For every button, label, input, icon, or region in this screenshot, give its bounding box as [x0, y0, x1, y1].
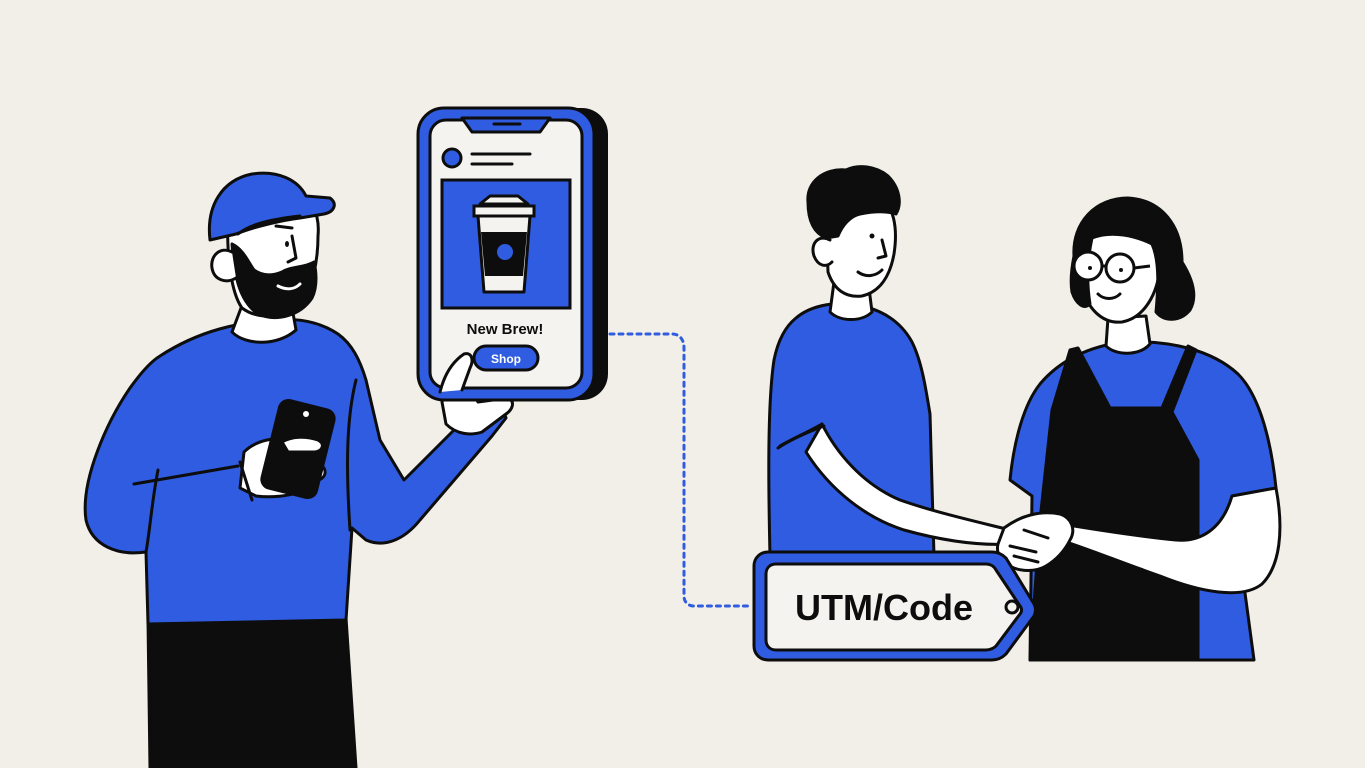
- shop-button[interactable]: Shop: [472, 344, 540, 372]
- price-tag-icon: UTM/Code: [752, 550, 1037, 662]
- man2-hair: [806, 165, 901, 240]
- man-beard: [230, 242, 318, 319]
- man-pants: [146, 616, 358, 768]
- ad-headline: New Brew!: [467, 321, 544, 338]
- barista-woman: [1008, 196, 1282, 662]
- man-ear: [210, 248, 238, 283]
- tag-hole: [1004, 599, 1020, 615]
- phone-ad-mockup: New Brew! Shop: [416, 106, 608, 402]
- customer-man-2: [767, 165, 1014, 558]
- tracking-connector: [608, 332, 754, 608]
- coffee-cup-icon: [472, 194, 536, 294]
- woman-hair: [1069, 196, 1196, 321]
- customer-man: [83, 171, 514, 768]
- shop-button-label: Shop: [491, 352, 521, 366]
- cap-icon: [207, 171, 336, 242]
- tag-inner: [764, 562, 1023, 652]
- glasses-icon: [1072, 250, 1151, 284]
- profile-avatar: [441, 147, 463, 169]
- woman-arm: [1058, 486, 1282, 595]
- tag-label: UTM/Code: [795, 587, 973, 628]
